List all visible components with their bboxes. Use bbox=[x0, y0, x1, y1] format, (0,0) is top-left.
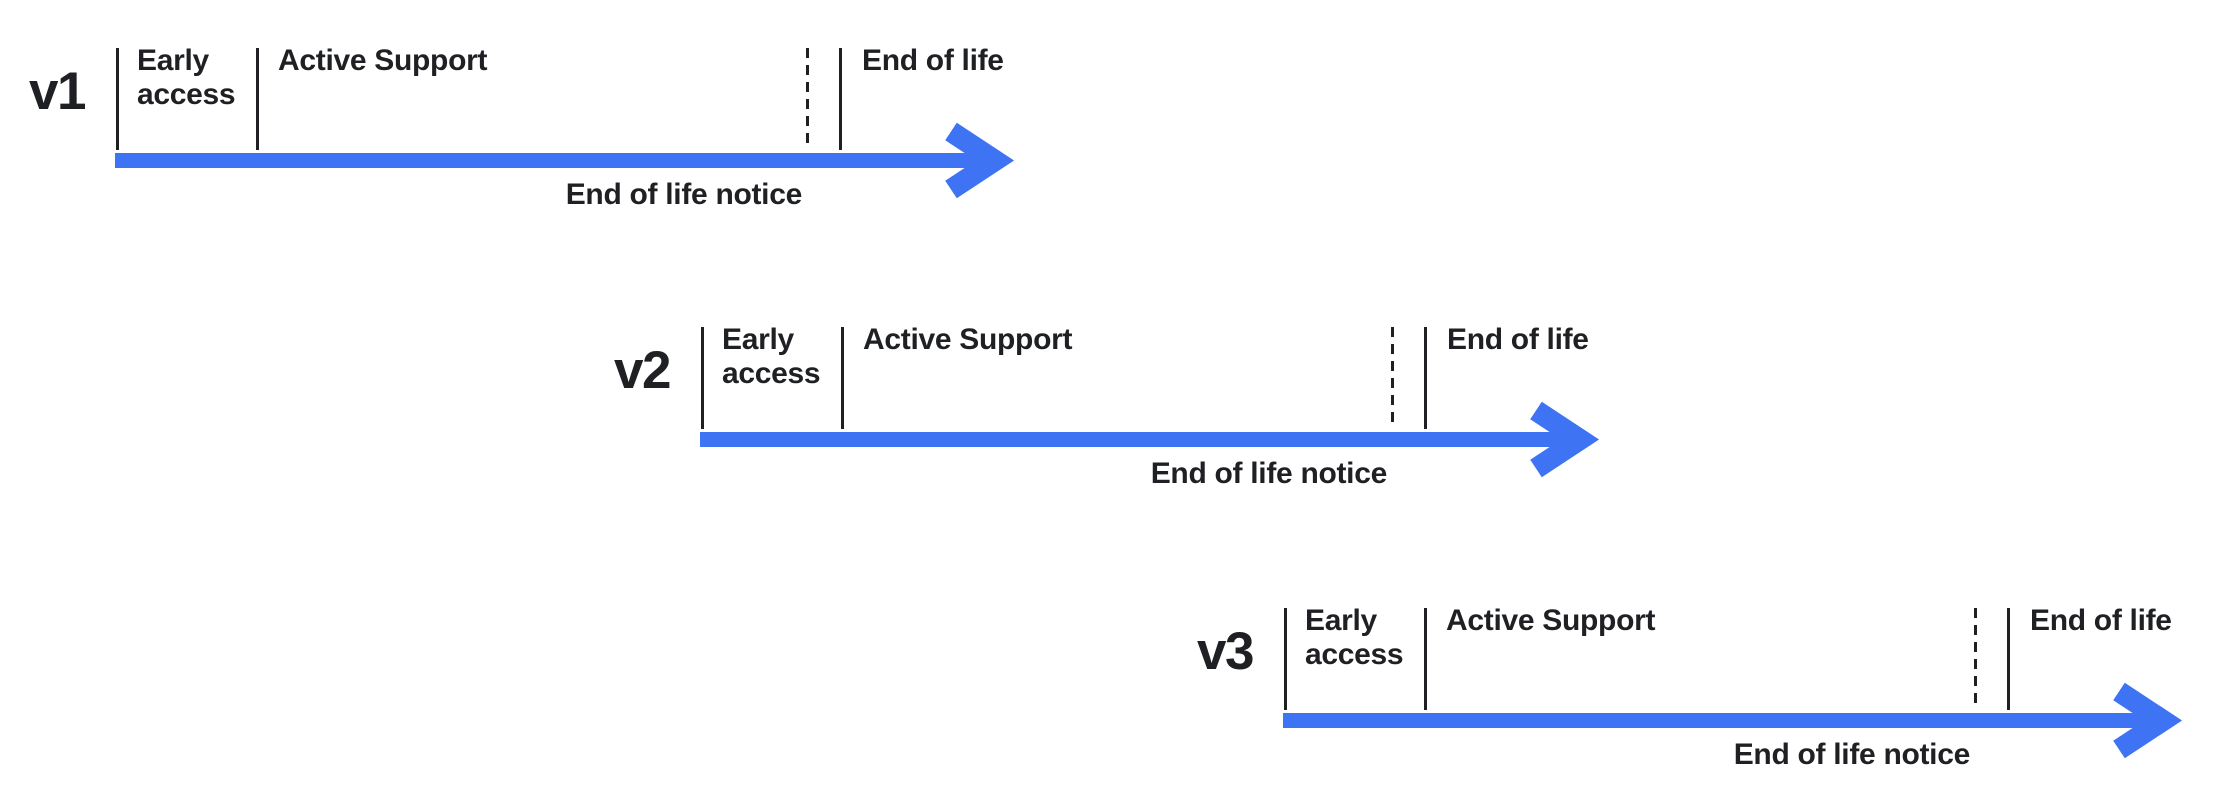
active-support-start-tick bbox=[1424, 608, 1427, 710]
early-access-label: Early access bbox=[722, 323, 821, 391]
timeline-v2: v2 Early access Active Support End of li… bbox=[614, 323, 1622, 517]
early-access-label-line2: access bbox=[722, 357, 821, 390]
early-access-label-line1: Early bbox=[137, 44, 209, 77]
end-of-life-notice-label: End of life notice bbox=[1733, 738, 1971, 771]
timeline-arrowhead-icon bbox=[1530, 401, 1600, 478]
end-of-life-notice-label: End of life notice bbox=[1150, 457, 1388, 490]
active-support-label: Active Support bbox=[863, 323, 1073, 356]
version-label: v1 bbox=[29, 62, 86, 121]
early-access-label: Early access bbox=[1305, 604, 1404, 672]
timeline-v3: v3 Early access Active Support End of li… bbox=[1197, 604, 2205, 798]
end-of-life-label: End of life bbox=[862, 44, 1004, 77]
early-access-start-tick bbox=[116, 48, 119, 150]
end-of-life-label: End of life bbox=[2030, 604, 2172, 637]
early-access-start-tick bbox=[1284, 608, 1287, 710]
early-access-label: Early access bbox=[137, 44, 236, 112]
early-access-label-line1: Early bbox=[1305, 604, 1377, 637]
active-support-label: Active Support bbox=[1446, 604, 1656, 637]
early-access-start-tick bbox=[701, 327, 704, 429]
timeline-v1: v1 Early access Active Support End of li… bbox=[29, 44, 1037, 238]
timeline-arrowhead-icon bbox=[945, 122, 1015, 199]
end-of-life-notice-dashed-line bbox=[1391, 327, 1394, 427]
timeline-arrow-shaft bbox=[700, 432, 1574, 447]
end-of-life-notice-dashed-line bbox=[806, 48, 809, 148]
active-support-start-tick bbox=[256, 48, 259, 150]
version-label: v2 bbox=[614, 341, 671, 400]
end-of-life-notice-label: End of life notice bbox=[565, 178, 803, 211]
early-access-label-line2: access bbox=[137, 78, 236, 111]
end-of-life-notice-dashed-line bbox=[1974, 608, 1977, 708]
end-of-life-tick bbox=[1424, 327, 1427, 429]
end-of-life-label: End of life bbox=[1447, 323, 1589, 356]
active-support-label: Active Support bbox=[278, 44, 488, 77]
timeline-arrow-shaft bbox=[115, 153, 989, 168]
version-label: v3 bbox=[1197, 622, 1254, 681]
end-of-life-tick bbox=[2007, 608, 2010, 710]
timeline-arrowhead-icon bbox=[2113, 682, 2183, 759]
early-access-label-line1: Early bbox=[722, 323, 794, 356]
active-support-start-tick bbox=[841, 327, 844, 429]
timeline-arrow-shaft bbox=[1283, 713, 2157, 728]
early-access-label-line2: access bbox=[1305, 638, 1404, 671]
end-of-life-tick bbox=[839, 48, 842, 150]
